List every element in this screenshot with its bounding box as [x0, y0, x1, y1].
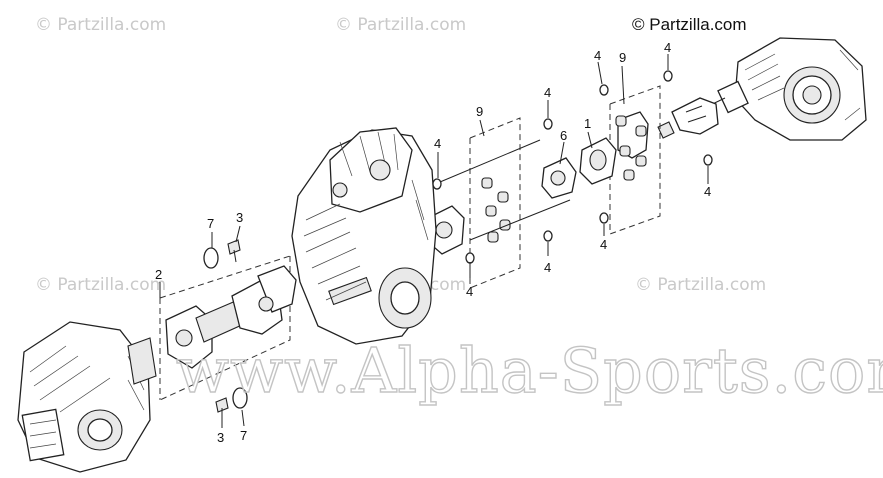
callout-4-e: 4 [594, 48, 601, 63]
front-hardware [203, 239, 248, 420]
drive-yoke [579, 137, 617, 185]
callout-9-a: 9 [476, 104, 483, 119]
callout-9-b: 9 [619, 50, 626, 65]
front-propeller-shaft [159, 255, 297, 401]
rear-differential [699, 37, 867, 141]
nuts-and-washers [432, 70, 713, 264]
rear-yoke [657, 97, 719, 139]
callout-4-f: 4 [600, 237, 607, 252]
callout-4-h: 4 [704, 184, 711, 199]
callout-1: 1 [584, 116, 591, 131]
watermark-top-center: © Partzilla.com [335, 15, 466, 35]
callout-2: 2 [155, 267, 162, 282]
callout-4-c: 4 [544, 85, 551, 100]
callout-6: 6 [560, 128, 567, 143]
callout-7-top: 7 [207, 216, 214, 231]
callout-4-a: 4 [434, 136, 441, 151]
callout-4-d: 4 [544, 260, 551, 275]
callout-3-bottom: 3 [217, 430, 224, 445]
callout-4-g: 4 [664, 40, 671, 55]
callout-4-b: 4 [466, 284, 473, 299]
callout-7-bottom: 7 [240, 428, 247, 443]
watermark-mid-right: © Partzilla.com [635, 275, 766, 295]
rear-ujoint-assembly [609, 85, 661, 235]
propeller-flange [541, 157, 577, 199]
callout-3-top: 3 [236, 210, 243, 225]
front-differential [17, 321, 157, 473]
engine-assembly [291, 127, 437, 345]
leader-lines [159, 54, 709, 428]
watermark-mid-left: © Partzilla.com [35, 275, 166, 295]
watermark-alpha-sports: www.Alpha-Sports.com [176, 334, 883, 407]
watermark-top-left: © Partzilla.com [35, 15, 166, 35]
copyright-label: © Partzilla.com [632, 15, 747, 34]
